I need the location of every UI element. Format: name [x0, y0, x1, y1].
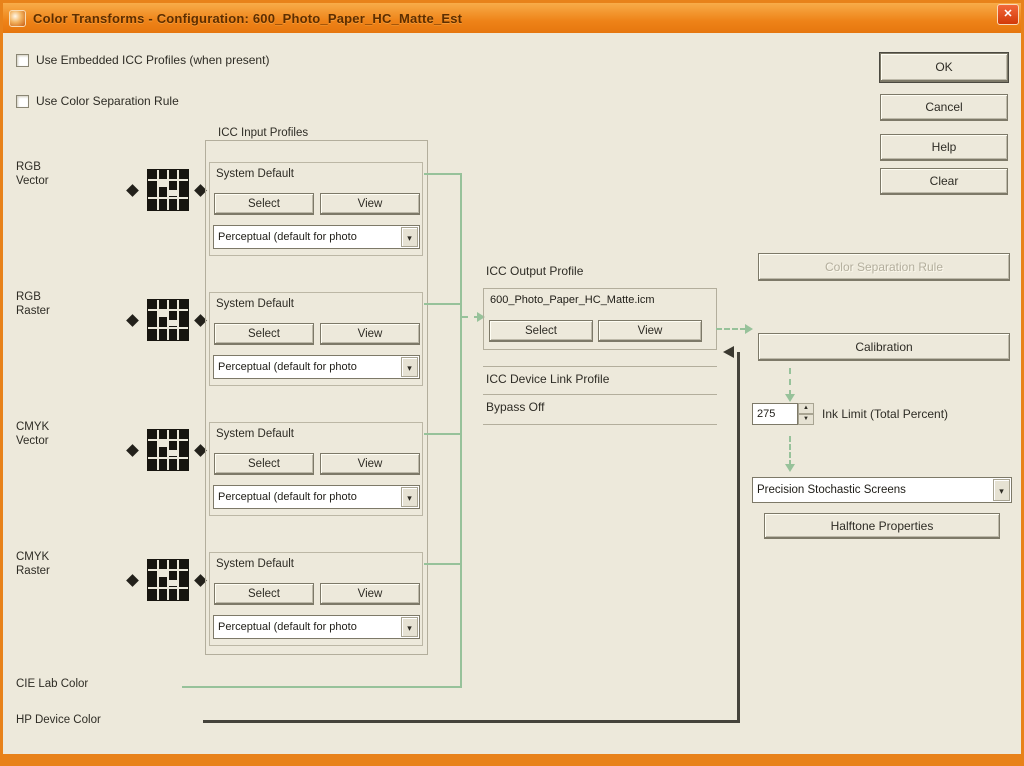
color-separation-rule-button[interactable]: Color Separation Rule [758, 253, 1010, 281]
icc-input-profiles-group [205, 140, 428, 655]
divider [483, 394, 717, 395]
select-input-profile-button[interactable]: Select [214, 193, 314, 215]
chevron-down-icon[interactable]: ▾ [401, 357, 418, 377]
select-input-profile-button[interactable]: Select [214, 323, 314, 345]
view-input-profile-button[interactable]: View [320, 193, 420, 215]
checkbox-row-separation-rule: Use Color Separation Rule [16, 94, 179, 108]
device-flow-line [203, 720, 740, 723]
input-section-cmyk-vector: System Default Select View Perceptual (d… [209, 422, 423, 516]
flow-line [424, 563, 461, 565]
flow-line [424, 433, 461, 435]
title-bar[interactable]: Color Transforms - Configuration: 600_Ph… [3, 3, 1021, 33]
flow-arrow-down-icon [785, 464, 795, 472]
clear-button[interactable]: Clear [880, 168, 1008, 195]
color-table-grid-icon [147, 169, 189, 211]
rendering-intent-select[interactable]: Perceptual (default for photo ▾ [213, 615, 420, 639]
flow-trunk-line [460, 173, 462, 688]
cie-flow-line [182, 686, 462, 688]
color-table-grid-icon [147, 429, 189, 471]
input-section-cmyk-raster: System Default Select View Perceptual (d… [209, 552, 423, 646]
flow-arrow-right-icon [745, 324, 753, 334]
chevron-down-icon[interactable]: ▾ [401, 617, 418, 637]
icc-input-profiles-title: ICC Input Profiles [214, 127, 313, 139]
input-profile-name: System Default [216, 168, 294, 180]
flow-line [424, 303, 461, 305]
ok-button[interactable]: OK [880, 53, 1008, 82]
output-profile-name: 600_Photo_Paper_HC_Matte.icm [490, 294, 655, 306]
device-link-title: ICC Device Link Profile [486, 372, 610, 386]
flow-arrow-right-icon [477, 312, 485, 322]
view-input-profile-button[interactable]: View [320, 583, 420, 605]
select-input-profile-button[interactable]: Select [214, 583, 314, 605]
view-input-profile-button[interactable]: View [320, 453, 420, 475]
halftone-properties-button[interactable]: Halftone Properties [764, 513, 1000, 539]
screens-select[interactable]: Precision Stochastic Screens ▾ [752, 477, 1012, 503]
cancel-button[interactable]: Cancel [880, 94, 1008, 121]
device-link-value: Bypass Off [486, 400, 545, 414]
flow-dashed-line [789, 436, 791, 466]
color-separation-checkbox[interactable] [16, 94, 29, 108]
ink-limit-label: Ink Limit (Total Percent) [822, 407, 949, 421]
icc-output-profile-box: 600_Photo_Paper_HC_Matte.icm [483, 288, 717, 350]
select-output-profile-button[interactable]: Select [489, 320, 593, 342]
calibration-button[interactable]: Calibration [758, 333, 1010, 361]
chevron-down-icon[interactable]: ▾ [401, 487, 418, 507]
close-icon[interactable]: ✕ [997, 4, 1019, 25]
help-button[interactable]: Help [880, 134, 1008, 161]
rendering-intent-select[interactable]: Perceptual (default for photo ▾ [213, 355, 420, 379]
flow-arrow-left-icon [723, 346, 734, 358]
select-input-profile-button[interactable]: Select [214, 453, 314, 475]
cie-lab-color-label: CIE Lab Color [16, 678, 89, 690]
spin-down-icon[interactable]: ▼ [798, 414, 814, 425]
flow-dashed-line [462, 316, 480, 318]
input-profile-name: System Default [216, 558, 294, 570]
chevron-down-icon[interactable]: ▾ [401, 227, 418, 247]
ink-limit-input[interactable]: 275 [752, 403, 798, 425]
view-input-profile-button[interactable]: View [320, 323, 420, 345]
app-icon [9, 9, 26, 27]
embedded-icc-label: Use Embedded ICC Profiles (when present) [36, 53, 270, 67]
hp-device-color-label: HP Device Color [16, 714, 101, 726]
input-section-rgb-raster: System Default Select View Perceptual (d… [209, 292, 423, 386]
divider [483, 366, 717, 367]
color-table-grid-icon [147, 299, 189, 341]
color-separation-label: Use Color Separation Rule [36, 94, 179, 108]
color-table-grid-icon [147, 559, 189, 601]
flow-line [424, 173, 461, 175]
flow-arrow-down-icon [785, 394, 795, 402]
dialog-client-area [3, 33, 1021, 754]
input-profile-name: System Default [216, 298, 294, 310]
input-section-rgb-vector: System Default Select View Perceptual (d… [209, 162, 423, 256]
input-profile-name: System Default [216, 428, 294, 440]
icc-output-profile-title: ICC Output Profile [486, 264, 584, 278]
flow-dashed-line [789, 368, 791, 396]
embedded-icc-checkbox[interactable] [16, 53, 29, 67]
checkbox-row-embedded-profiles: Use Embedded ICC Profiles (when present) [16, 53, 269, 67]
spin-up-icon[interactable]: ▲ [798, 403, 814, 414]
view-output-profile-button[interactable]: View [598, 320, 702, 342]
divider [483, 424, 717, 425]
flow-dashed-line [716, 328, 746, 330]
chevron-down-icon[interactable]: ▾ [993, 479, 1010, 501]
ink-limit-stepper: ▲ ▼ [798, 403, 814, 425]
window-title: Color Transforms - Configuration: 600_Ph… [33, 10, 463, 26]
device-flow-line [737, 352, 740, 722]
rendering-intent-select[interactable]: Perceptual (default for photo ▾ [213, 225, 420, 249]
rendering-intent-select[interactable]: Perceptual (default for photo ▾ [213, 485, 420, 509]
